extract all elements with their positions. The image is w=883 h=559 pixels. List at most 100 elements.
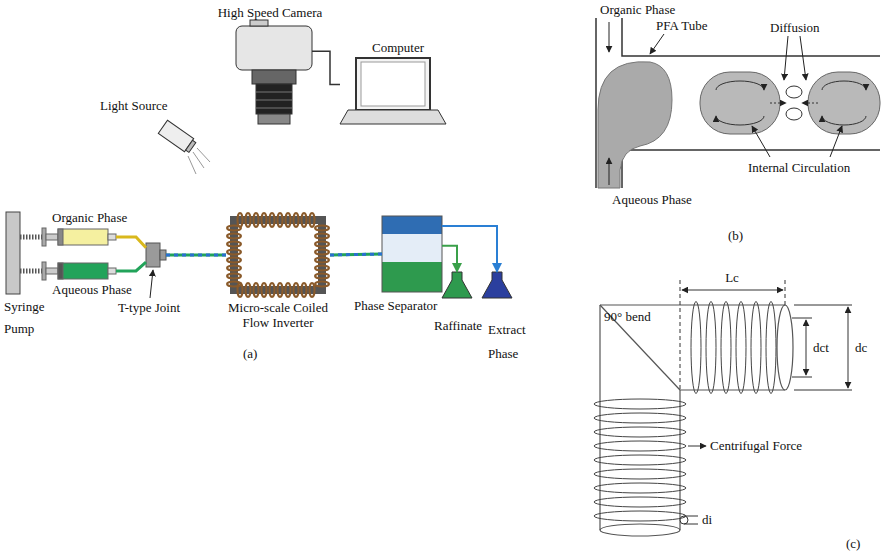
- coil-frame: [234, 220, 322, 290]
- laptop: [340, 110, 446, 124]
- camera: [250, 20, 268, 26]
- coil-winding: [270, 213, 275, 227]
- pfa-tube: [622, 18, 880, 56]
- dimension-line: [794, 390, 852, 391]
- component-label: Organic Phase: [52, 210, 127, 225]
- pfa-tube: [595, 18, 597, 188]
- dimension-line: [682, 290, 783, 291]
- dimension-line: [684, 524, 698, 525]
- phase-separator: [382, 234, 442, 262]
- diffusion-arrow: [770, 103, 818, 104]
- figure-label: Centrifugal Force: [710, 438, 802, 453]
- dimension-line: [806, 320, 807, 375]
- leader-line: [784, 36, 788, 80]
- coil-winding: [227, 258, 241, 263]
- connector-path: [116, 262, 146, 271]
- dimension-line: [792, 377, 812, 378]
- figure-label: di: [702, 512, 712, 527]
- coil-tube: [600, 304, 785, 305]
- leader-line: [650, 34, 664, 54]
- coil-winding: [315, 258, 329, 263]
- dimension-line: [848, 307, 849, 388]
- syringe: [58, 263, 63, 279]
- tube-connector: [442, 226, 497, 272]
- coil-winding: [594, 511, 686, 521]
- coil-winding: [594, 427, 686, 437]
- coil-tube: [600, 305, 680, 390]
- coil-winding: [594, 455, 686, 465]
- coil-winding: [594, 302, 776, 522]
- coil-tube: [599, 305, 600, 530]
- camera: [256, 92, 292, 93]
- syringe: [46, 268, 58, 274]
- syringe: [46, 234, 58, 240]
- coil-winding: [594, 497, 686, 507]
- component-label: Aqueous Phase: [52, 282, 132, 297]
- separator-node: Phase Separator: [382, 216, 442, 292]
- component-label: Light Source: [100, 98, 168, 113]
- coil-winding: [286, 213, 291, 227]
- circulation: [786, 108, 802, 120]
- slug: [700, 72, 780, 134]
- component-label: Syringe Pump: [4, 296, 54, 340]
- coil-winding: [315, 226, 329, 231]
- slug: [808, 72, 880, 134]
- light-ray: [188, 156, 196, 174]
- coil-tube: [600, 305, 793, 536]
- syringe: [108, 268, 116, 274]
- dimension-line: [794, 305, 852, 306]
- figure-label: (a): [243, 346, 257, 361]
- pfa-tube: [596, 18, 880, 188]
- flask-node: Raffinate: [442, 272, 472, 298]
- light-source: [158, 120, 197, 154]
- component-label: High Speed Camera: [218, 5, 323, 20]
- syringe-pump: [6, 212, 46, 294]
- coil-tube: [600, 524, 680, 536]
- component-label: Computer: [372, 40, 424, 55]
- figure-label: Diffusion: [770, 20, 820, 35]
- connector-path: [330, 254, 382, 255]
- dimension-line: [680, 280, 852, 524]
- syringe-node: Organic Phase: [42, 228, 116, 246]
- coil-winding: [315, 234, 329, 239]
- figure-label: Aqueous Phase: [612, 192, 692, 207]
- coil-winding: [766, 302, 776, 394]
- connector-path: [116, 237, 146, 248]
- circulation: [822, 116, 866, 125]
- t-joint: [160, 250, 166, 260]
- syringe: [42, 262, 46, 280]
- coil-winding: [246, 283, 251, 297]
- flask: [482, 272, 512, 298]
- dimension-line: [785, 280, 786, 305]
- camera: [236, 20, 312, 124]
- coil-winding: [594, 441, 686, 451]
- coil-winding: [302, 283, 307, 297]
- coil-winding: [691, 302, 701, 394]
- coil-winding: [315, 242, 329, 247]
- coil-winding: [286, 283, 291, 297]
- coil-winding: [294, 213, 299, 227]
- laptop: [361, 62, 425, 106]
- syringe-node: Aqueous Phase: [42, 262, 116, 280]
- circulation: [716, 81, 866, 125]
- connector-path: [312, 51, 340, 84]
- coil-winding: [227, 234, 241, 239]
- coil-winding: [254, 283, 259, 297]
- syringe: [58, 263, 108, 279]
- tube-connector: [442, 246, 457, 272]
- figure-label: Lc: [725, 270, 739, 285]
- connector-path: [442, 226, 497, 272]
- figure-label: Internal Circulation: [748, 160, 850, 175]
- coil-winding: [227, 250, 241, 255]
- coil-node: Micro-scale Coiled Flow Inverter: [226, 212, 330, 298]
- flask-node: Extract Phase: [482, 272, 512, 298]
- syringe-pump: [6, 212, 20, 294]
- syringe: [58, 229, 108, 245]
- circulation: [822, 81, 866, 90]
- connector-path: [166, 254, 226, 257]
- coil-winding: [262, 213, 267, 227]
- flask: [442, 272, 472, 298]
